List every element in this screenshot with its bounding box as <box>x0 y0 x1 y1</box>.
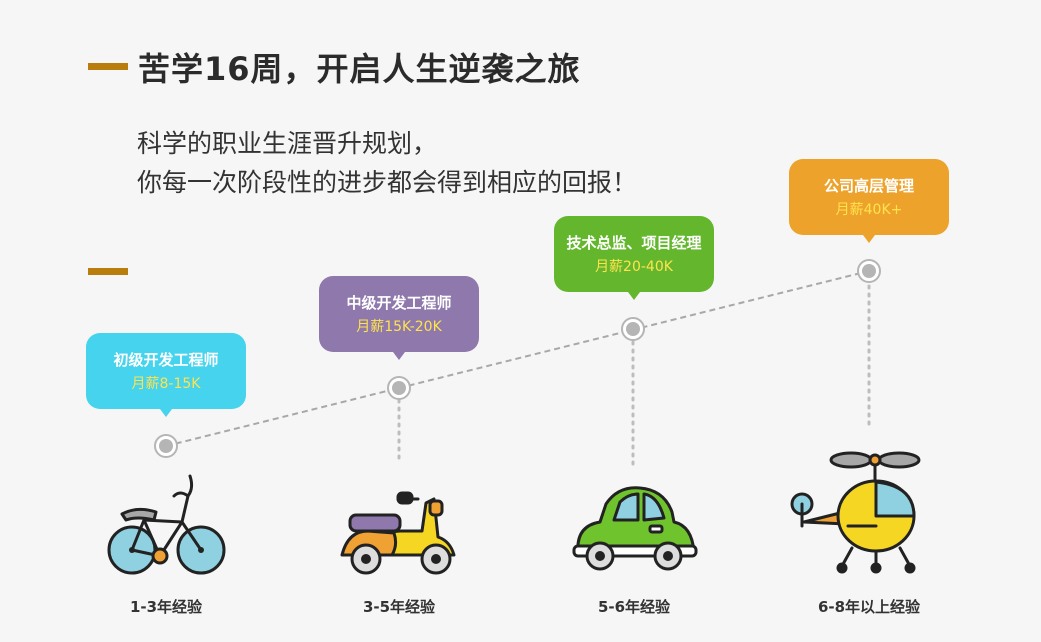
timeline-node <box>857 259 881 283</box>
stage-3-bubble: 技术总监、项目经理 月薪20-40K <box>554 216 714 300</box>
stage-3-salary: 月薪20-40K <box>595 259 673 275</box>
stage-2-role: 中级开发工程师 <box>346 294 452 312</box>
stage-1-experience: 1-3年经验 <box>129 598 203 616</box>
stage-1-bubble: 初级开发工程师 月薪8-15K <box>86 333 246 417</box>
car-icon <box>572 486 698 571</box>
section-accent-bar <box>88 268 128 275</box>
helicopter-icon <box>790 451 921 574</box>
subtitle-line-2: 你每一次阶段性的进步都会得到相应的回报！ <box>137 168 638 197</box>
timeline-node <box>621 317 645 341</box>
timeline-node <box>387 376 411 400</box>
scooter-icon <box>340 491 456 575</box>
bicycle-icon <box>107 474 226 575</box>
stage-1-salary: 月薪8-15K <box>131 376 201 392</box>
stage-1-role: 初级开发工程师 <box>113 351 219 369</box>
timeline-dashed-line <box>165 270 870 447</box>
stage-4-experience: 6-8年以上经验 <box>817 598 921 616</box>
stage-2-bubble: 中级开发工程师 月薪15K-20K <box>319 276 479 360</box>
stage-4-bubble: 公司高层管理 月薪40K+ <box>789 159 949 243</box>
timeline-node <box>154 434 178 458</box>
title-accent-bar <box>88 63 128 70</box>
stage-2-salary: 月薪15K-20K <box>356 319 442 335</box>
stage-2-experience: 3-5年经验 <box>362 598 436 616</box>
subtitle-line-1: 科学的职业生涯晋升规划， <box>137 129 438 158</box>
stage-4-role: 公司高层管理 <box>823 177 914 195</box>
stage-3-role: 技术总监、项目经理 <box>566 234 702 252</box>
page-title: 苦学16周，开启人生逆袭之旅 <box>138 50 581 88</box>
stage-3-experience: 5-6年经验 <box>597 598 671 616</box>
stage-4-salary: 月薪40K+ <box>835 202 903 218</box>
